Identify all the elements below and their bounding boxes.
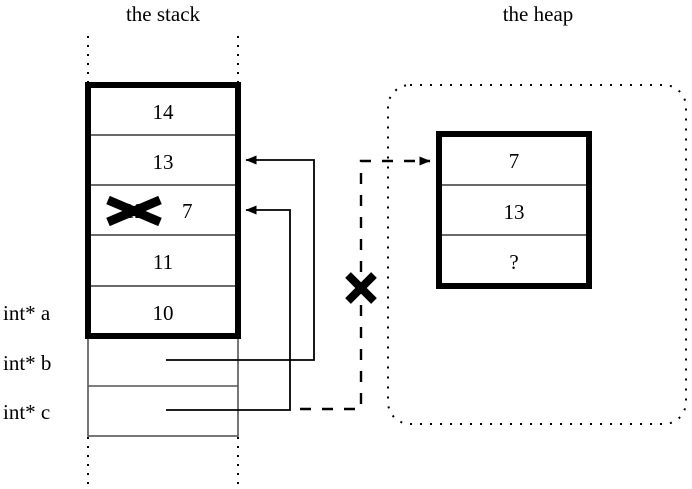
stack-title: the stack <box>125 2 201 26</box>
stack-label-b: int* b <box>3 351 52 375</box>
heap-cell-value-0: 7 <box>508 149 520 173</box>
heap-block-box <box>436 131 592 289</box>
heap-title: the heap <box>502 2 574 26</box>
heap-cell-value-1: 13 <box>503 200 525 224</box>
struck-value-x-mark <box>106 195 162 227</box>
stack-cell-value-1: 13 <box>152 150 174 174</box>
stack-label-a: int* a <box>3 301 51 325</box>
stack-cell-value-2-new: 7 <box>182 199 193 223</box>
stack-lower-cells <box>87 335 239 437</box>
pointer-c-connector <box>166 205 291 411</box>
stack-array-box <box>85 82 241 339</box>
heap-cell-value-2: ? <box>509 250 519 274</box>
pointer-b-connector <box>166 155 315 361</box>
stack-cell-value-4: 10 <box>152 301 174 325</box>
stack-cell-value-3: 11 <box>152 250 174 274</box>
stack-cell-value-0: 14 <box>152 100 174 124</box>
invalid-pointer-x-mark <box>345 272 377 304</box>
stack-cell-value-2-old: 12 <box>124 199 145 223</box>
stack-label-c: int* c <box>3 400 51 424</box>
